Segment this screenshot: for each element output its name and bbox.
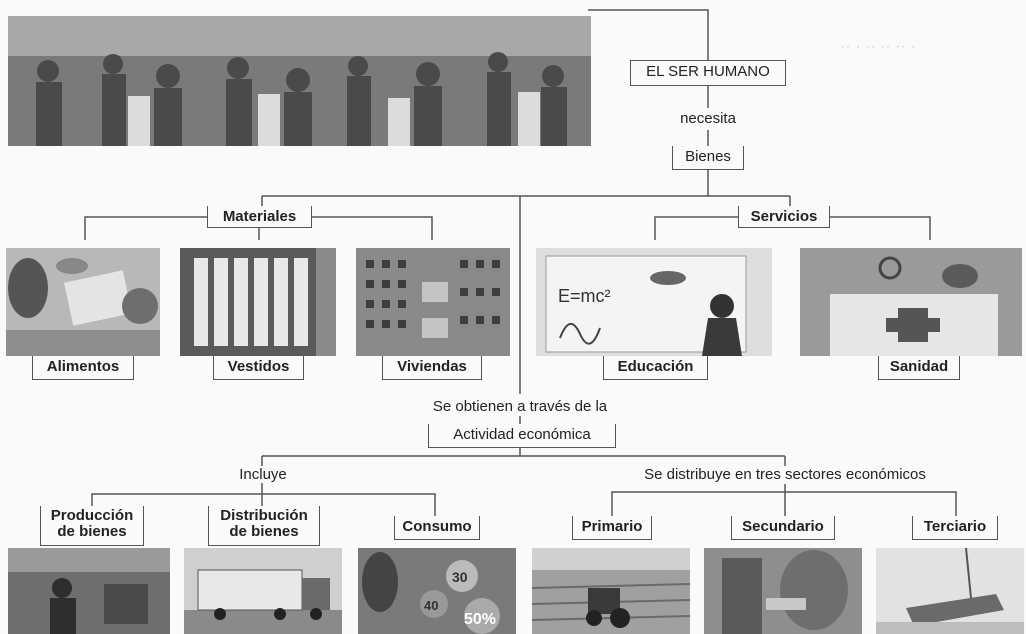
node-alimentos: Alimentos: [32, 356, 134, 380]
photo-secundario: [704, 548, 862, 634]
photo-consumo: 30 40 50%: [358, 548, 516, 634]
node-sectores: Se distribuye en tres sectores económico…: [618, 466, 952, 483]
node-sanidad: Sanidad: [878, 356, 960, 380]
photo-distribucion: [184, 548, 342, 634]
price-tag-40: 40: [424, 598, 438, 613]
link-se-obtienen: Se obtienen a través de la: [432, 398, 608, 415]
node-primario: Primario: [572, 516, 652, 540]
node-consumo: Consumo: [394, 516, 480, 540]
background-faint-text: ·· · ·· ·· ·· ·: [840, 38, 916, 55]
photo-produccion: [8, 548, 170, 634]
node-actividad-economica: Actividad económica: [428, 424, 616, 448]
photo-viviendas: [356, 248, 510, 356]
photo-terciario: [876, 548, 1024, 634]
price-tag-50: 50%: [464, 611, 496, 628]
price-tag-30: 30: [452, 569, 468, 585]
node-el-ser-humano: EL SER HUMANO: [630, 60, 786, 86]
node-vestidos: Vestidos: [213, 356, 304, 380]
node-secundario: Secundario: [731, 516, 835, 540]
node-terciario: Terciario: [912, 516, 998, 540]
node-distribucion-de-bienes: Distribución de bienes: [208, 506, 320, 546]
photo-sanidad: [800, 248, 1022, 356]
node-servicios: Servicios: [738, 206, 830, 228]
node-educacion: Educación: [603, 356, 708, 380]
node-viviendas: Viviendas: [382, 356, 482, 380]
node-produccion-de-bienes: Producción de bienes: [40, 506, 144, 546]
equation-text: E=mc²: [558, 286, 611, 306]
node-incluye: Incluye: [226, 466, 300, 483]
node-materiales: Materiales: [207, 206, 312, 228]
node-bienes: Bienes: [672, 146, 744, 170]
photo-crowd: [8, 16, 591, 146]
photo-alimentos: [6, 248, 160, 356]
photo-primario: [532, 548, 690, 634]
crowd-image: [8, 16, 591, 146]
photo-educacion: E=mc²: [536, 248, 772, 356]
link-necesita: necesita: [680, 110, 736, 127]
photo-vestidos: [180, 248, 336, 356]
